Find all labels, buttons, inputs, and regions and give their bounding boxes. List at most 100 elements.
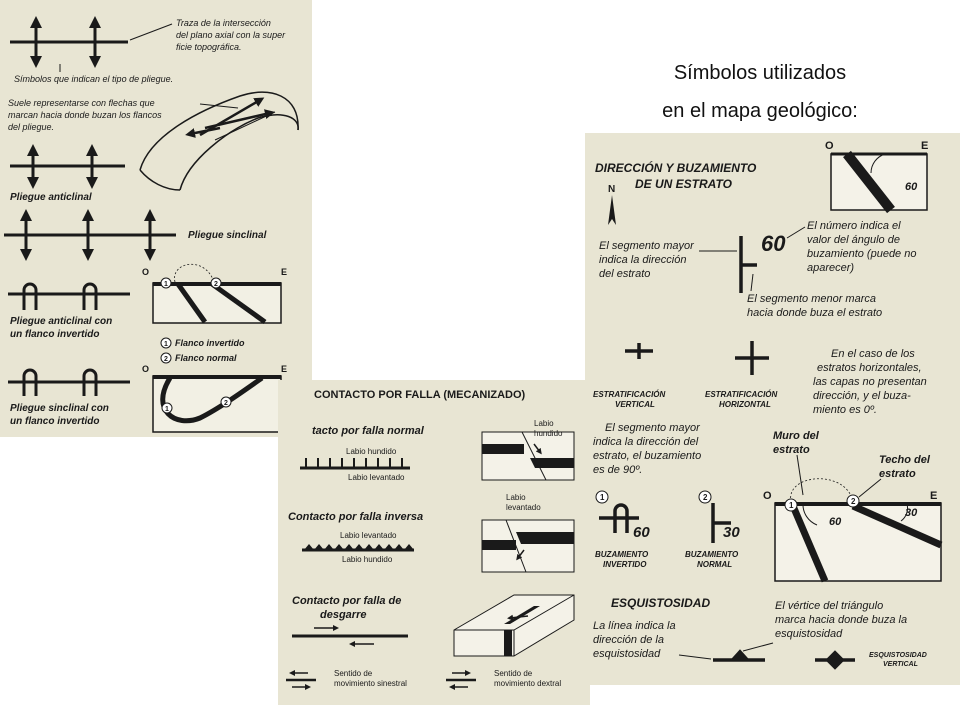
- legend-num-2: 2: [164, 356, 168, 363]
- sunken-lip-block-1: Labio: [534, 419, 554, 428]
- vertical-note-2: indica la dirección del: [593, 436, 699, 448]
- horizontal-note-2: estratos horizontales,: [817, 362, 922, 374]
- vertical-note-1: El segmento mayor: [605, 422, 701, 434]
- strike-slip-label-1: Contacto por falla de: [292, 595, 401, 607]
- syncline-label: Pliegue sinclinal: [188, 230, 267, 241]
- vertical-schist-1: ESQUISTOSIDAD: [869, 652, 927, 659]
- axial-trace-line-2: del plano axial con la super: [176, 30, 286, 40]
- dextral-label-1: Sentido de: [494, 669, 533, 678]
- east-label: E: [281, 267, 287, 277]
- legend-num-1: 1: [164, 341, 168, 348]
- section-num-2: 2: [851, 497, 856, 506]
- sunken-lip-block-2: hundido: [534, 429, 563, 438]
- normal-num: 2: [703, 493, 708, 502]
- sinistral-icon: [286, 670, 316, 690]
- syncline-symbol: [4, 209, 176, 261]
- vertical-note-4: es de 90º.: [593, 464, 642, 476]
- floor-label-1: Muro del: [773, 430, 820, 442]
- page-title-line-1: Símbolos utilizados: [673, 62, 847, 84]
- horizontal-note-3: las capas no presentan: [813, 376, 927, 388]
- num-2-label-2: 2: [224, 400, 228, 407]
- floor-label-2: estrato: [773, 444, 810, 456]
- dip-box-value: 60: [905, 181, 918, 193]
- faults-panel: CONTACTO POR FALLA (MECANIZADO) tacto po…: [278, 380, 590, 705]
- number-note-4: aparecer): [807, 262, 854, 274]
- inverted-dip-1: BUZAMIENTO: [595, 550, 649, 559]
- major-segment-3: del estrato: [599, 268, 650, 280]
- strike-dip-symbol: [699, 226, 806, 293]
- number-note-3: buzamiento (puede no: [807, 248, 916, 260]
- roof-label-1: Techo del: [879, 454, 931, 466]
- axial-trace-line-1: Traza de la intersección: [176, 18, 271, 28]
- strike-slip-label-2: desgarre: [320, 609, 366, 621]
- flank-arrows-note-2: marcan hacia donde buzan los flancos: [8, 110, 162, 120]
- normal-fault-symbol: [300, 458, 410, 470]
- triangle-note-3: esquistosidad: [775, 628, 843, 640]
- vertical-bedding-symbol: [625, 343, 653, 359]
- strata-heading-1: DIRECCIÓN Y BUZAMIENTO: [595, 160, 757, 175]
- strike-slip-symbol: [292, 625, 408, 647]
- strata-east-label: E: [921, 140, 928, 152]
- raised-lip-block-1: Labio: [506, 493, 526, 502]
- faults-title: CONTACTO POR FALLA (MECANIZADO): [314, 389, 526, 401]
- raised-lip-block-2: levantado: [506, 503, 541, 512]
- schist-line-2: dirección de la: [593, 634, 664, 646]
- vertical-bedding-2: VERTICAL: [615, 400, 655, 409]
- raised-lip-label: Labio levantado: [348, 473, 405, 482]
- minor-segment-1: El segmento menor marca: [747, 293, 876, 305]
- north-label: N: [608, 184, 615, 195]
- normal-fault-block: [481, 431, 575, 481]
- normal-dip-symbol: [711, 503, 731, 543]
- strike-slip-block: [453, 594, 575, 657]
- minor-segment-2: hacia donde buza el estrato: [747, 307, 882, 319]
- horizontal-note-5: miento es 0º.: [813, 404, 877, 416]
- horizontal-note-4: dirección, y el buza-: [813, 390, 911, 402]
- west-label-2: O: [142, 364, 149, 374]
- fold-type-note: Símbolos que indican el tipo de pliegue.: [14, 74, 173, 84]
- inverted-dip-value: 60: [633, 524, 650, 541]
- number-note-1: El número indica el: [807, 220, 901, 232]
- overturned-syncline-label-1: Pliegue sinclinal con: [10, 403, 109, 414]
- vertical-bedding-1: ESTRATIFICACIÓN: [593, 390, 666, 399]
- flank-normal-label: Flanco normal: [175, 353, 237, 363]
- east-label-2: E: [281, 364, 287, 374]
- dextral-icon: [446, 670, 476, 690]
- sinistral-label-2: movimiento sinestral: [334, 679, 407, 688]
- strata-east-label-2: E: [930, 490, 937, 502]
- anticline-label: Pliegue anticlinal: [10, 192, 92, 203]
- anticline-cross-section: [152, 263, 282, 325]
- inverse-fault-label: Contacto por falla inversa: [288, 511, 423, 523]
- horizontal-bedding-symbol: [735, 341, 769, 375]
- overturned-syncline-symbol: [8, 368, 130, 396]
- page-title-line-2: en el mapa geológico:: [662, 100, 858, 122]
- schistosity-heading: ESQUISTOSIDAD: [611, 596, 710, 610]
- overturned-anticline-label-1: Pliegue anticlinal con: [10, 316, 112, 327]
- dip-box-top: [830, 150, 928, 214]
- flank-arrows-note-3: del pliegue.: [8, 122, 54, 132]
- inverse-fault-block: [481, 519, 575, 573]
- major-segment-2: indica la dirección: [599, 254, 686, 266]
- major-segment-1: El segmento mayor: [599, 240, 695, 252]
- axial-trace-line-3: ficie topográfica.: [176, 42, 242, 52]
- horizontal-bedding-2: HORIZONTAL: [719, 400, 771, 409]
- north-arrow-icon: [608, 195, 616, 225]
- strata-cross-section: [774, 454, 943, 583]
- normal-dip-2: NORMAL: [697, 560, 732, 569]
- normal-dip-value: 30: [723, 524, 740, 541]
- sunken-lip-label-2: Labio hundido: [342, 555, 393, 564]
- triangle-note-1: El vértice del triángulo: [775, 600, 883, 612]
- raised-lip-label-2: Labio levantado: [340, 531, 397, 540]
- schist-line-1: La línea indica la: [593, 620, 676, 632]
- section-num-1: 1: [789, 501, 794, 510]
- strata-west-label-2: O: [763, 490, 772, 502]
- num-1-label-2: 1: [165, 406, 169, 413]
- horizontal-bedding-1: ESTRATIFICACIÓN: [705, 390, 778, 399]
- inverted-num: 1: [600, 493, 605, 502]
- overturned-anticline-symbol: [8, 282, 130, 310]
- folds-panel: Traza de la intersección del plano axial…: [0, 0, 312, 437]
- section-dip-30: 30: [905, 507, 918, 519]
- sinistral-label-1: Sentido de: [334, 669, 373, 678]
- number-note-2: valor del ángulo de: [807, 234, 900, 246]
- normal-dip-1: BUZAMIENTO: [685, 550, 739, 559]
- axial-trace-symbol: [10, 15, 128, 68]
